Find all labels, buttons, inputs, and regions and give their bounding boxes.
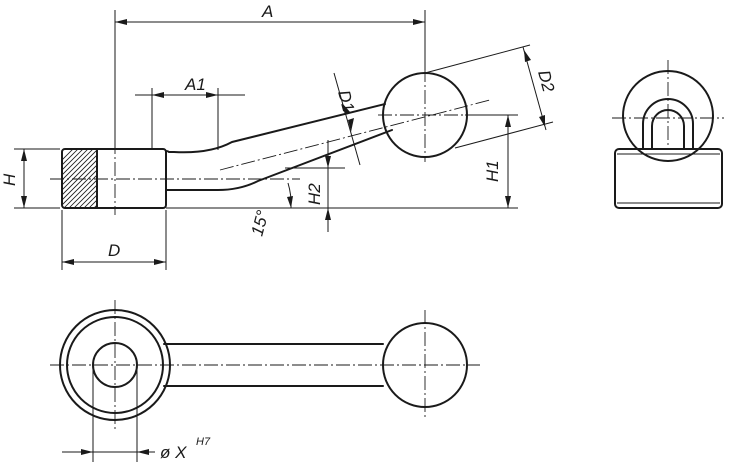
- arrow: [21, 196, 27, 208]
- label-D: D: [108, 241, 120, 260]
- dim-D1-line: [333, 72, 361, 166]
- arrow: [325, 156, 331, 168]
- arrow: [21, 149, 27, 161]
- arrow: [539, 115, 545, 127]
- arm-lower-edge: [165, 129, 393, 191]
- top-view: ø X H7: [50, 300, 480, 462]
- hub-body: [61, 148, 167, 209]
- label-bore: ø X: [160, 443, 187, 462]
- arrow: [206, 92, 218, 98]
- arrow: [413, 19, 425, 25]
- arrow: [287, 196, 293, 208]
- end-view: [612, 60, 724, 209]
- arrow: [325, 208, 331, 220]
- ext-D2-top: [424, 44, 531, 74]
- arrow: [81, 449, 93, 455]
- arrow: [62, 259, 74, 265]
- arrow: [342, 103, 351, 115]
- label-H1: H1: [483, 160, 502, 182]
- ext-D2-bottom: [454, 121, 554, 149]
- label-A: A: [261, 2, 273, 21]
- arrow: [505, 196, 511, 208]
- arrow: [348, 118, 354, 132]
- label-D1: D1: [334, 88, 358, 114]
- arrow: [137, 449, 149, 455]
- arrow: [154, 259, 166, 265]
- arrow: [505, 115, 511, 127]
- arrow: [524, 50, 531, 62]
- arm-axis: [219, 99, 491, 171]
- side-view: A A1 D1 D2 H H1: [0, 2, 558, 270]
- end-hub-outline: [614, 148, 723, 209]
- label-D2: D2: [534, 68, 558, 94]
- arrow: [152, 92, 164, 98]
- label-A1: A1: [184, 75, 206, 94]
- label-H2: H2: [305, 183, 324, 205]
- label-angle: 15°: [248, 208, 273, 238]
- hub-hatching: [62, 149, 97, 208]
- label-H: H: [0, 173, 19, 186]
- arm-upper-edge: [165, 103, 386, 154]
- arrow: [115, 19, 127, 25]
- label-bore-tolerance: H7: [196, 436, 211, 448]
